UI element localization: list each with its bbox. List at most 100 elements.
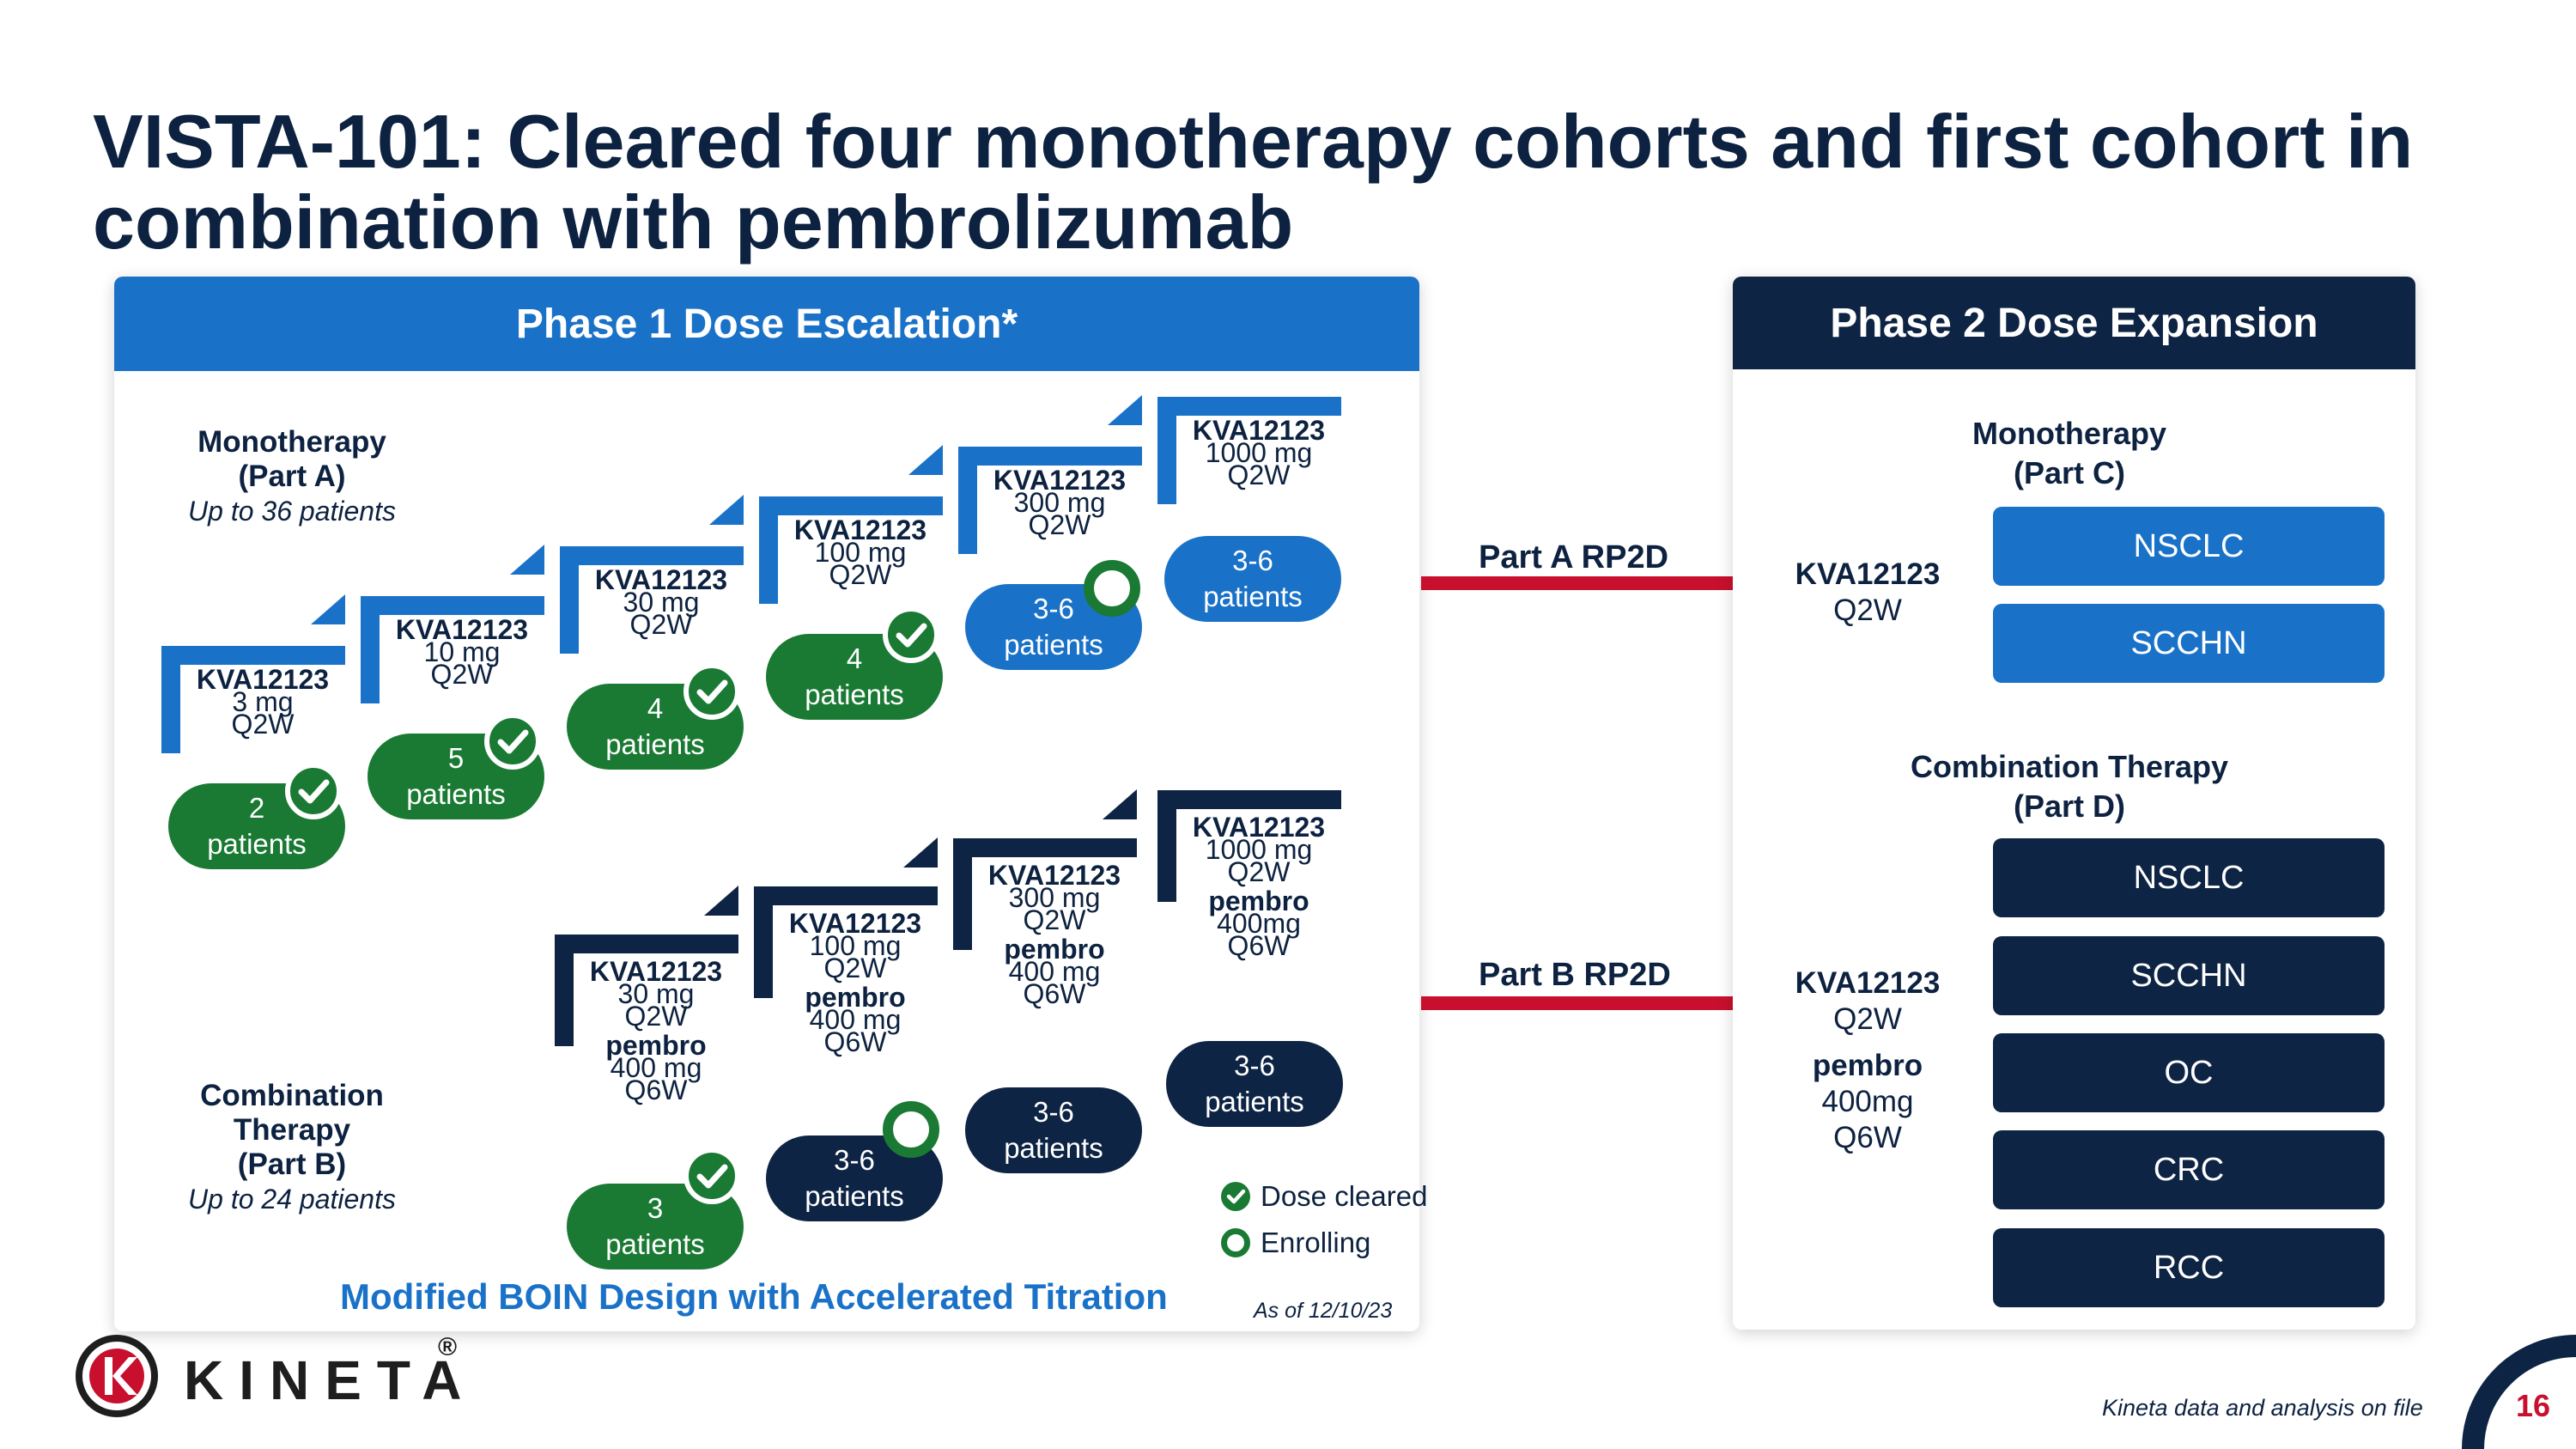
mono-step-2-dose: 10 mg xyxy=(423,636,501,667)
combo-step-3-freq: Q2W xyxy=(1023,904,1086,935)
combo-step-3-pdose: 400 mg xyxy=(1008,956,1101,987)
indication-nsclc-mono: NSCLC xyxy=(1993,507,2385,586)
mono-step-1-drug: KVA12123 xyxy=(196,664,330,695)
as-of-date: As of 12/10/23 xyxy=(1254,1299,1393,1323)
mono-pill-4-unit: patients xyxy=(805,679,904,710)
mono-step-6-dose: 1000 mg xyxy=(1205,437,1313,468)
mono-step-3: KVA12123 30 mg Q2W xyxy=(575,566,747,640)
phase1-header: Phase 1 Dose Escalation* xyxy=(114,277,1419,371)
slide-title: VISTA-101: Cleared four monotherapy coho… xyxy=(93,99,2414,265)
mono-step-4-freq: Q2W xyxy=(829,559,892,590)
p2-mono-drug: KVA12123 xyxy=(1795,557,1941,591)
p2-mono-freq: Q2W xyxy=(1833,594,1902,627)
phase1-header-text: Phase 1 Dose Escalation* xyxy=(515,301,1018,347)
mono-step-2: KVA12123 10 mg Q2W xyxy=(376,614,548,690)
combo-b-line3: (Part B) xyxy=(237,1148,347,1181)
mono-pill-4-count: 4 xyxy=(846,642,863,674)
combo-pill-4-unit: patients xyxy=(1205,1086,1304,1117)
combo-step-4-pdose: 400mg xyxy=(1217,908,1301,939)
mono-a-line1: Monotherapy xyxy=(197,425,386,459)
mono-step-2-drug: KVA12123 xyxy=(395,614,529,645)
mono-step-4-shape xyxy=(759,445,943,604)
mono-step-5: KVA12123 300 mg Q2W xyxy=(974,466,1145,540)
dose-cleared-check-icon xyxy=(484,713,541,770)
source-note: Kineta data and analysis on file xyxy=(2102,1395,2423,1421)
mono-step-3-freq: Q2W xyxy=(629,609,693,640)
enrolling-ring-icon xyxy=(883,1101,939,1158)
mono-step-5-freq: Q2W xyxy=(1028,509,1091,540)
dose-cleared-check-icon xyxy=(883,606,939,663)
mono-pill-3-unit: patients xyxy=(605,728,705,760)
mono-step-5-shape xyxy=(958,395,1142,554)
mono-step-1: KVA12123 3 mg Q2W xyxy=(177,664,349,740)
combo-d-line2: (Part D) xyxy=(2013,788,2125,824)
mono-pill-3: 4 patients xyxy=(567,684,744,770)
mono-pill-1-unit: patients xyxy=(207,828,307,860)
combo-step-3-pembro: pembro xyxy=(1004,934,1105,965)
phase2-header: Phase 2 Dose Expansion xyxy=(1733,277,2415,369)
mono-pill-2-count: 5 xyxy=(447,742,465,774)
dose-cleared-check-icon xyxy=(285,763,342,819)
mono-step-4-dose: 100 mg xyxy=(814,537,907,568)
combo-stair-steps xyxy=(555,789,1341,1046)
mono-pill-4: 4 patients xyxy=(766,634,943,720)
mono-pill-5-unit: patients xyxy=(1004,629,1103,661)
boin-design-caption: Modified BOIN Design with Accelerated Ti… xyxy=(340,1276,1168,1317)
combo-part-b-label: Combination Therapy (Part B) Up to 24 pa… xyxy=(163,1079,421,1216)
mono-step-2-freq: Q2W xyxy=(430,659,494,690)
p2-combo-freq: Q2W xyxy=(1833,1002,1902,1036)
mono-step-1-shape xyxy=(161,594,345,753)
combo-step-2-drug: KVA12123 xyxy=(788,908,922,939)
combo-step-2: KVA12123 100 mg Q2W pembro 400 mg Q6W xyxy=(769,908,941,1056)
dose-cleared-check-icon xyxy=(683,1148,740,1204)
page-number: 16 xyxy=(2516,1388,2551,1423)
legend-cleared-label: Dose cleared xyxy=(1261,1180,1428,1212)
legend-ring-icon xyxy=(1221,1228,1250,1257)
mono-step-4-drug: KVA12123 xyxy=(793,514,927,545)
combo-b-line2: Therapy xyxy=(233,1113,351,1147)
indication-rcc-combo: RCC xyxy=(1993,1228,2385,1307)
combo-pill-4: 3-6 patients xyxy=(1166,1041,1343,1127)
registered-mark: ® xyxy=(438,1333,458,1361)
combo-step-1-dose: 30 mg xyxy=(617,978,695,1009)
combo-step-4-drug: KVA12123 xyxy=(1192,812,1326,843)
combo-b-note: Up to 24 patients xyxy=(188,1184,396,1215)
mono-step-6: KVA12123 1000 mg Q2W xyxy=(1173,417,1345,490)
combo-pill-3-count: 3-6 xyxy=(1033,1096,1074,1128)
legend-dose-cleared: Dose cleared xyxy=(1221,1180,1427,1213)
kineta-wordmark: KINETA xyxy=(184,1349,477,1411)
combo-step-4: KVA12123 1000 mg Q2W pembro 400mg Q6W xyxy=(1173,812,1345,961)
combo-b-line1: Combination xyxy=(200,1079,384,1112)
mono-stair-steps xyxy=(161,395,1341,753)
mono-step-6-freq: Q2W xyxy=(1227,460,1291,490)
combo-pill-2: 3-6 patients xyxy=(766,1135,943,1221)
kineta-logo: KINETA ® xyxy=(74,1333,469,1419)
combo-step-4-freq: Q2W xyxy=(1227,856,1291,887)
mono-step-1-freq: Q2W xyxy=(231,709,295,740)
combo-step-2-freq: Q2W xyxy=(823,953,887,983)
mono-a-note: Up to 36 patients xyxy=(188,496,396,527)
mono-step-3-shape xyxy=(560,495,744,654)
combo-step-4-pfreq: Q6W xyxy=(1227,930,1291,961)
mono-pill-6: 3-6 patients xyxy=(1164,536,1341,622)
combo-step-3-shape xyxy=(953,789,1137,950)
combo-pill-2-count: 3-6 xyxy=(834,1144,875,1176)
indication-scchn-mono: SCCHN xyxy=(1993,604,2385,683)
dose-cleared-check-icon xyxy=(683,663,740,720)
indication-nsclc-combo: NSCLC xyxy=(1993,838,2385,917)
p2-combo-pfreq: Q6W xyxy=(1833,1121,1902,1154)
combo-step-4-shape xyxy=(1157,790,1341,902)
combo-step-1-drug: KVA12123 xyxy=(589,956,723,987)
mono-pill-2-unit: patients xyxy=(406,778,506,810)
phase2-header-text: Phase 2 Dose Expansion xyxy=(1830,300,2318,346)
mono-step-6-shape xyxy=(1157,397,1341,504)
combo-pill-4-count: 3-6 xyxy=(1234,1050,1275,1081)
combo-part-d-label: Combination Therapy (Part D) xyxy=(1855,747,2284,826)
combo-step-1-pfreq: Q6W xyxy=(624,1075,688,1105)
mono-part-a-label: Monotherapy (Part A) Up to 36 patients xyxy=(163,425,421,528)
combo-step-1-pdose: 400 mg xyxy=(610,1052,702,1083)
combo-step-1-freq: Q2W xyxy=(624,1001,688,1032)
combo-step-4-pembro: pembro xyxy=(1208,886,1309,916)
combo-step-2-dose: 100 mg xyxy=(809,930,902,961)
